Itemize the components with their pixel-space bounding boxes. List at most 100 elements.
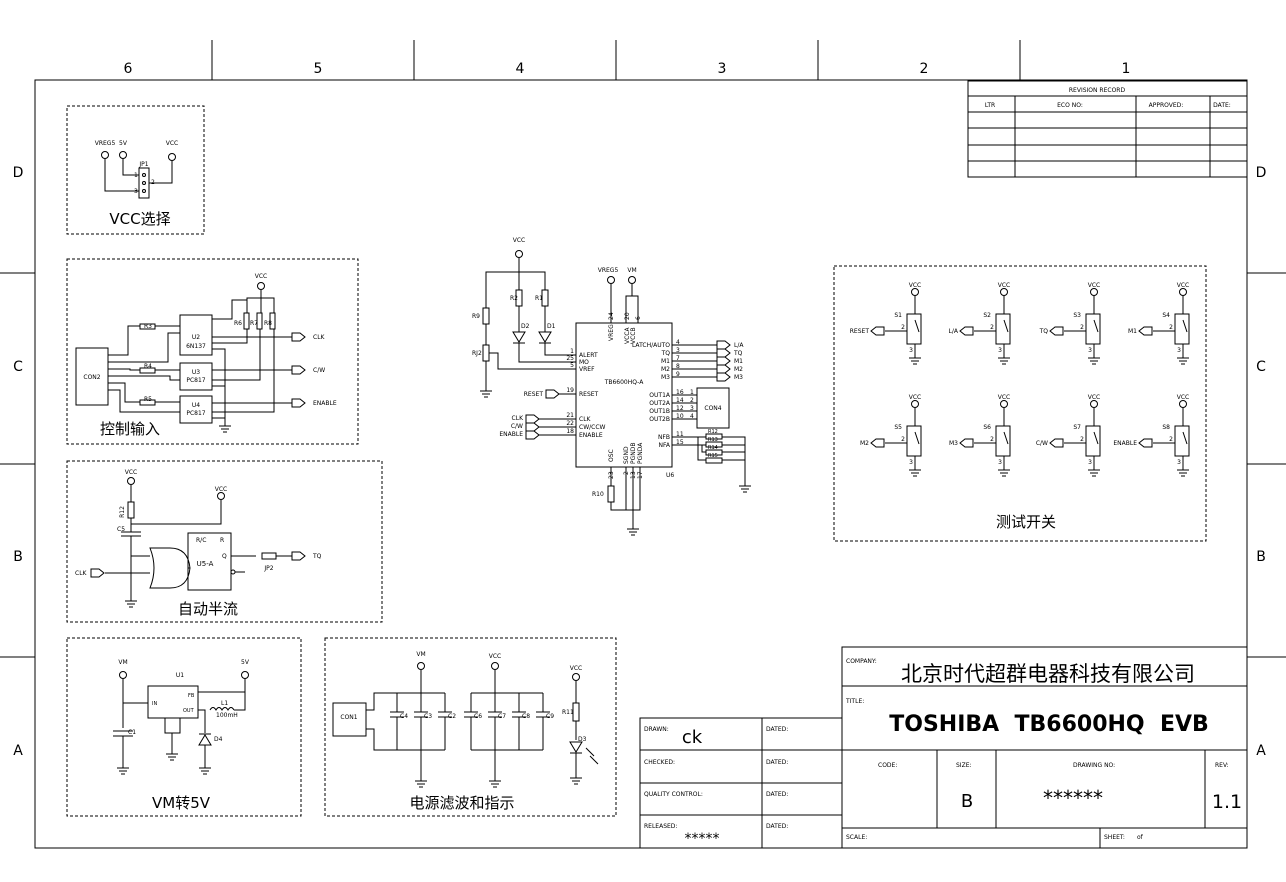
vm-to-5v-block: VM 5V U1 IN FB OUT C1 D4 L1 100mH VM转5V xyxy=(66,637,302,817)
size-label: SIZE: xyxy=(956,762,972,769)
net-label: ENABLE xyxy=(499,431,523,438)
d4-ref: D4 xyxy=(214,736,223,743)
pin-num: 17 xyxy=(637,471,644,479)
pin-name: OUT1B xyxy=(649,408,670,415)
net-label: TQ xyxy=(1039,328,1049,335)
pin-num: 3 xyxy=(1177,459,1181,466)
net-label: M3 xyxy=(734,374,743,381)
u4-part: PC817 xyxy=(186,410,205,417)
vcc-label: VCC xyxy=(255,273,267,280)
rev-header: LTR xyxy=(985,102,995,109)
vcc-label: VCC xyxy=(1177,394,1189,401)
pin-num: 2 xyxy=(623,471,630,475)
net-label: RESET xyxy=(850,328,870,335)
r11-ref: R11 xyxy=(562,709,574,716)
net-label: M2 xyxy=(860,440,869,447)
pin-num: 3 xyxy=(909,347,913,354)
pin-num: 23 xyxy=(608,471,615,479)
fb-pin: FB xyxy=(188,693,195,699)
pin-name: ENABLE xyxy=(579,432,603,439)
pin-num: 7 xyxy=(676,355,680,362)
cap-ref: C4 xyxy=(400,713,408,720)
pin-name: ALERT xyxy=(579,352,598,359)
pin-name: RESET xyxy=(579,391,599,398)
pin-num: 3 xyxy=(909,459,913,466)
pin-num: 15 xyxy=(676,439,684,446)
net-label: M2 xyxy=(734,366,743,373)
res-ref: R13 xyxy=(708,437,718,443)
vm-label: VM xyxy=(416,651,425,658)
pin-name: M2 xyxy=(661,366,670,373)
switch-ref: S8 xyxy=(1162,424,1170,431)
r-pin: R xyxy=(220,537,224,544)
u5-ref: U5-A xyxy=(197,560,214,568)
out-pin: OUT xyxy=(183,708,195,714)
net-label: RESET xyxy=(524,391,544,398)
pin-name: VCCB xyxy=(630,327,637,344)
revision-table: REVISION RECORD LTR ECO NO: APPROVED: DA… xyxy=(967,80,1248,178)
dated-label: DATED: xyxy=(766,726,788,733)
pin-name: CLK xyxy=(579,416,592,423)
switch-ref: S5 xyxy=(894,424,902,431)
d3-ref: D3 xyxy=(578,736,587,743)
c1-ref: C1 xyxy=(128,729,136,736)
pin-num: 2 xyxy=(1169,436,1173,443)
row-label: A xyxy=(1256,743,1266,759)
block-title: VCC选择 xyxy=(109,210,170,228)
r2-ref: R2 xyxy=(510,295,518,302)
pin-num: 25 xyxy=(566,355,574,362)
u2-ref: U2 xyxy=(192,334,200,341)
pin-num: 2 xyxy=(1080,436,1084,443)
vm-label: VM xyxy=(118,659,127,666)
pin-num: 3 xyxy=(998,459,1002,466)
checked-label: CHECKED: xyxy=(644,759,675,766)
pin-name: LATCH/AUTO xyxy=(632,342,670,349)
rj2-ref: RJ2 xyxy=(472,350,482,357)
rev-header: APPROVED: xyxy=(1149,102,1184,109)
size-value: B xyxy=(961,791,973,812)
r5-ref: R5 xyxy=(144,396,152,403)
in-pin: IN xyxy=(152,701,157,707)
u3-ref: U3 xyxy=(192,369,200,376)
u2-part: 6N137 xyxy=(186,343,206,350)
pin-num: 9 xyxy=(676,371,680,378)
block-title: 自动半流 xyxy=(178,600,238,618)
title-label: TITLE: xyxy=(845,698,864,705)
pin-num: 4 xyxy=(690,413,694,420)
net-clk: CLK xyxy=(75,570,88,577)
pin-num: 20 xyxy=(624,312,631,320)
right-pin-numbers: 4 3 7 8 9 16 14 12 10 11 15 xyxy=(676,339,684,446)
left-pin-names: ALERT MO VREF RESET CLK CW/CCW ENABLE xyxy=(579,352,606,439)
cap-ref: C8 xyxy=(522,713,530,720)
pin-num: 2 xyxy=(990,436,994,443)
vcc-label: VCC xyxy=(215,486,227,493)
q-pin: Q xyxy=(222,553,227,560)
con2-ref: CON2 xyxy=(83,374,100,381)
pin-name: VREG xyxy=(608,324,615,341)
pin-num: 8 xyxy=(676,363,680,370)
row-label: B xyxy=(1256,549,1266,565)
rev-label: REV: xyxy=(1215,762,1229,769)
revision-title: REVISION RECORD xyxy=(1069,87,1126,94)
pin-num: 16 xyxy=(676,389,684,396)
pin-name: VREF xyxy=(579,366,595,373)
switch-ref: S7 xyxy=(1073,424,1081,431)
net-label: M3 xyxy=(949,440,958,447)
net-label: L/A xyxy=(734,342,744,349)
net-label: C/W xyxy=(1036,440,1048,447)
pin-name: TQ xyxy=(661,350,671,357)
vcc-label: VCC xyxy=(1177,282,1189,289)
col-label: 5 xyxy=(314,61,323,77)
right-pin-names: LATCH/AUTO TQ M1 M2 M3 OUT1A OUT2A OUT1B… xyxy=(632,342,671,449)
net-label: ENABLE xyxy=(1113,440,1137,447)
d2-ref: D2 xyxy=(521,323,530,330)
pin-num: 2 xyxy=(690,397,694,404)
l1-value: 100mH xyxy=(216,712,238,719)
c5-ref: C5 xyxy=(117,526,125,533)
vcc-label: VCC xyxy=(998,394,1010,401)
control-input-block: CON2 U2 6N137 U3 PC817 U4 PC817 R3 R4 R5… xyxy=(66,258,359,445)
net-label: L/A xyxy=(949,328,959,335)
